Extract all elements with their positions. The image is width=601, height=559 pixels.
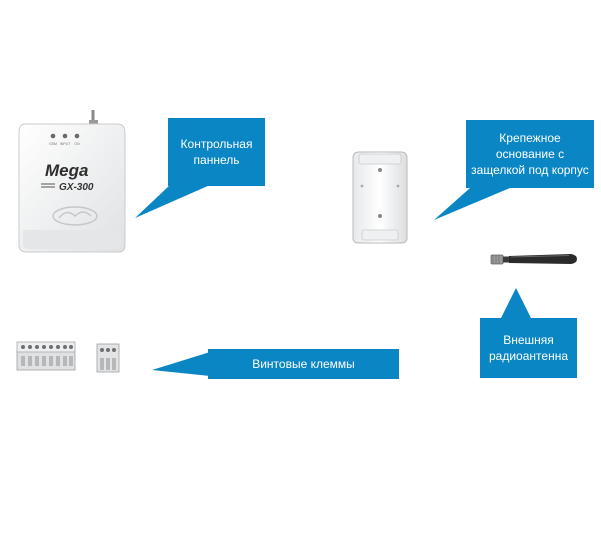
callout-text: Крепежное bbox=[499, 131, 561, 145]
antenna-image bbox=[489, 248, 579, 270]
callout-mount-base: Крепежное основание с защелкой под корпу… bbox=[466, 120, 594, 188]
callout-antenna: Внешняя радиоантенна bbox=[480, 318, 577, 378]
callout-pointer bbox=[500, 288, 532, 320]
control-panel-device: GSM INPUT ON Mega GX-300 bbox=[15, 110, 127, 255]
callout-pointer bbox=[434, 188, 510, 220]
screw-terminal-8pin-image bbox=[15, 338, 77, 376]
led-label: ON bbox=[74, 142, 80, 146]
screw-terminal-3pin-image bbox=[94, 338, 122, 378]
callout-text: Винтовые клеммы bbox=[252, 357, 355, 371]
callout-text: защелкой под корпус bbox=[471, 163, 589, 177]
callout-pointer bbox=[135, 185, 210, 218]
callout-text: основание с bbox=[495, 147, 565, 161]
callout-text: радиоантенна bbox=[489, 349, 568, 363]
callout-control-panel: Контрольная паннель bbox=[168, 118, 265, 186]
callout-text: Внешняя bbox=[503, 333, 554, 347]
mounting-base-image bbox=[349, 150, 411, 245]
callout-pointer bbox=[152, 352, 210, 376]
led-label: GSM bbox=[49, 142, 57, 146]
callout-text: Контрольная bbox=[180, 137, 253, 151]
callout-terminals: Винтовые клеммы bbox=[208, 349, 399, 379]
device-model: GX-300 bbox=[59, 182, 94, 193]
callout-text: паннель bbox=[193, 153, 240, 167]
device-brand: Mega bbox=[45, 161, 88, 180]
led-label: INPUT bbox=[60, 142, 71, 146]
